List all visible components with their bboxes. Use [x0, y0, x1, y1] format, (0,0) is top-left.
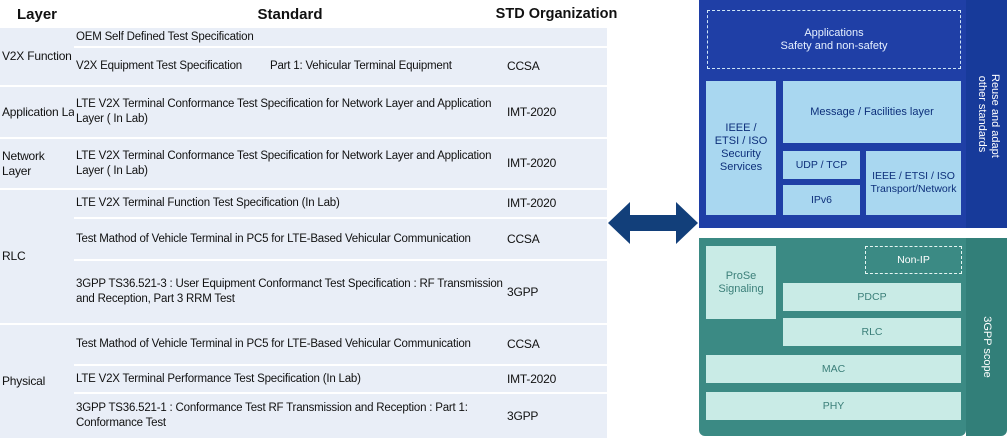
security-services-box: IEEE / ETSI / ISO Security Services — [706, 81, 776, 215]
reuse-line-1: Reuse and adapt — [989, 74, 1001, 158]
mac-box: MAC — [706, 355, 961, 383]
standard-row-2: V2X Equipment Test Specification Part 1:… — [74, 48, 505, 85]
3gpp-scope-label: 3GPP scope — [981, 316, 993, 378]
layer-v2x-function: V2X Function — [0, 28, 74, 85]
header-std-organization: STD Organization — [496, 0, 617, 28]
udp-tcp-box: UDP / TCP — [783, 151, 860, 179]
standard-row-1: OEM Self Defined Test Specification — [74, 28, 505, 46]
reuse-standards-label: Reuse and adapt other standards — [973, 74, 1001, 158]
org-row-7: 3GPP — [505, 261, 607, 323]
applications-sublabel: Safety and non-safety — [780, 39, 888, 52]
reuse-line-2: other standards — [976, 75, 988, 153]
org-row-4: IMT-2020 — [505, 139, 607, 188]
applications-box: Applications Safety and non-safety — [707, 10, 961, 69]
layer-physical: Physical — [0, 325, 74, 438]
org-row-8: CCSA — [505, 325, 607, 364]
layer-application: Application Layer — [0, 87, 91, 137]
org-row-9: IMT-2020 — [505, 366, 607, 392]
org-row-3: IMT-2020 — [505, 87, 607, 137]
org-row-5: IMT-2020 — [505, 190, 607, 217]
standard-row-3: LTE V2X Terminal Conformance Test Specif… — [74, 87, 505, 137]
standard-row-4: LTE V2X Terminal Conformance Test Specif… — [74, 139, 505, 188]
protocol-stack-diagram: Applications Safety and non-safety IEEE … — [699, 0, 1007, 438]
layer-rlc: RLC — [0, 190, 74, 323]
header-layer: Layer — [0, 0, 74, 28]
pdcp-box: PDCP — [783, 283, 961, 311]
rlc-box: RLC — [783, 318, 961, 346]
prose-signaling-box: ProSe Signaling — [706, 246, 776, 319]
reuse-standards-side — [966, 0, 1007, 228]
standard-row-2-part: Part 1: Vehicular Terminal Equipment — [270, 60, 452, 72]
ipv6-box: IPv6 — [783, 185, 860, 215]
org-row-2: CCSA — [505, 48, 607, 85]
transport-network-box: IEEE / ETSI / ISO Transport/Network — [866, 151, 961, 215]
standard-row-10: 3GPP TS36.521-1 : Conformance Test RF Tr… — [74, 394, 505, 438]
message-facilities-box: Message / Facilities layer — [783, 81, 961, 143]
header-standard: Standard — [75, 0, 505, 28]
org-row-10: 3GPP — [505, 394, 607, 438]
double-arrow-icon — [608, 202, 698, 244]
standard-row-8: Test Mathod of Vehicle Terminal in PC5 f… — [74, 325, 505, 364]
standards-table: Layer Standard STD Organization V2X Func… — [0, 0, 618, 438]
standard-row-9: LTE V2X Terminal Performance Test Specif… — [74, 366, 505, 392]
org-row-1 — [505, 28, 607, 46]
standard-row-5: LTE V2X Terminal Function Test Specifica… — [74, 190, 505, 217]
non-ip-box: Non-IP — [865, 246, 962, 274]
standard-row-2-name: V2X Equipment Test Specification — [76, 60, 242, 72]
standard-row-7: 3GPP TS36.521-3 : User Equipment Conform… — [74, 261, 505, 323]
org-row-6: CCSA — [505, 219, 607, 259]
phy-box: PHY — [706, 392, 961, 420]
3gpp-scope-side — [966, 238, 1007, 436]
layer-network: Network Layer — [0, 139, 74, 188]
standard-row-6: Test Mathod of Vehicle Terminal in PC5 f… — [74, 219, 505, 259]
applications-label: Applications — [804, 26, 864, 39]
